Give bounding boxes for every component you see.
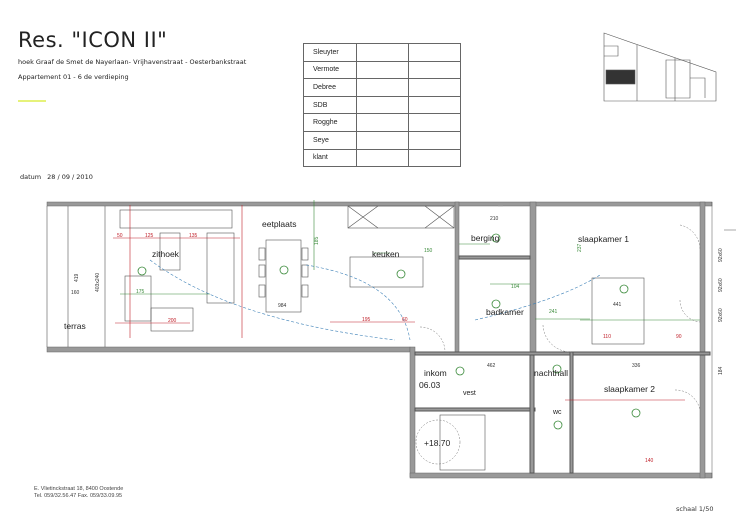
coffee-table [159,232,181,271]
dim-label: 419 [74,273,80,282]
dim-label: 336 [632,363,641,369]
table-row: Sleuyter [303,43,461,62]
bed-1 [591,277,645,345]
dim-label: 92x60 [718,308,724,322]
approval-cell [408,148,461,168]
dim-label: 92x60 [718,278,724,292]
room-label-vest: vest [463,390,476,397]
dim-label: 441 [613,302,622,308]
date-line: datum 28 / 09 / 2010 [20,173,99,181]
dim-label: 237 [577,243,583,252]
table-row: Seye [303,130,461,150]
room-label-berging: berging [471,233,500,243]
bed-guest [439,414,486,471]
date-value: 28 / 09 / 2010 [47,173,93,181]
room-label-wc: wc [552,409,562,416]
office-phone-line: Tel. 059/32.56.47 Fax. 059/33.09.95 [34,493,123,499]
sofa-corner [150,307,194,332]
key-plan [603,32,717,102]
unit-number: 06.03 [419,380,441,390]
dining-table [265,239,302,313]
dim-label: 195 [362,317,371,323]
floor-level: +18.70 [424,438,451,448]
dim-label: 90 [676,334,682,340]
dim-label: 150 [424,248,433,254]
dim-label: 200 [168,318,177,324]
dimension-labels: 419 160 403x240 50 125 135 175 200 185 9… [71,216,724,464]
dim-label: 184 [718,366,724,375]
dim-label: 135 [189,233,198,239]
office-address: E. Vlietinckstraat 18, 8400 Oostende Tel… [34,486,123,500]
dim-label: 984 [278,303,287,309]
dim-label: 60 [402,317,408,323]
dim-label: 140 [645,458,654,464]
dim-label: 104 [511,284,520,290]
sofa [206,232,235,304]
date-label: datum [20,173,42,181]
project-title: Res. "ICON II" [18,28,168,52]
apartment-label: Appartement 01 - 6 de verdieping [18,73,129,81]
table-row: Rogghe [303,113,461,132]
room-label-eetplaats: eetplaats [262,219,297,229]
dim-label: 241 [549,309,558,315]
scale-label: schaal 1/50 [676,505,714,513]
room-label-keuken: keuken [372,249,400,259]
dim-label: 175 [136,289,145,295]
dim-label: 125 [145,233,154,239]
dim-label: 185 [314,236,320,245]
dim-label: 50 [117,233,123,239]
room-label-slaapkamer-2: slaapkamer 2 [604,384,655,394]
doors [415,224,701,465]
room-label-zithoek: zithoek [152,249,180,259]
room-label-terras: terras [64,321,86,331]
kitchen-island [349,256,424,288]
dim-label: 160 [71,290,80,296]
highlighted-apartment [605,69,636,85]
office-address-line: E. Vlietinckstraat 18, 8400 Oostende [34,486,124,492]
walls [46,201,736,479]
room-label-inkom: inkom [424,368,447,378]
room-label-badkamer: badkamer [486,307,524,317]
light-fixtures [137,233,641,430]
room-label-slaapkamer-1: slaapkamer 1 [578,234,629,244]
dimension-lines [113,200,700,401]
dim-label: 403x240 [95,273,101,292]
dim-label: 110 [603,334,611,340]
approval-table: Sleuyter Vermote Debree SDB Rogghe Seye … [303,43,461,168]
room-label-nachthall: nachthall [534,368,568,378]
table-row: klant [303,148,461,168]
project-address: hoek Graaf de Smet de Nayerlaan- Vrijhav… [18,58,247,66]
dim-label: 210 [490,216,499,222]
highlighter-mark [18,100,46,102]
furniture [119,205,700,471]
dim-label: 462 [487,363,496,369]
dim-label: 92x60 [718,248,724,262]
